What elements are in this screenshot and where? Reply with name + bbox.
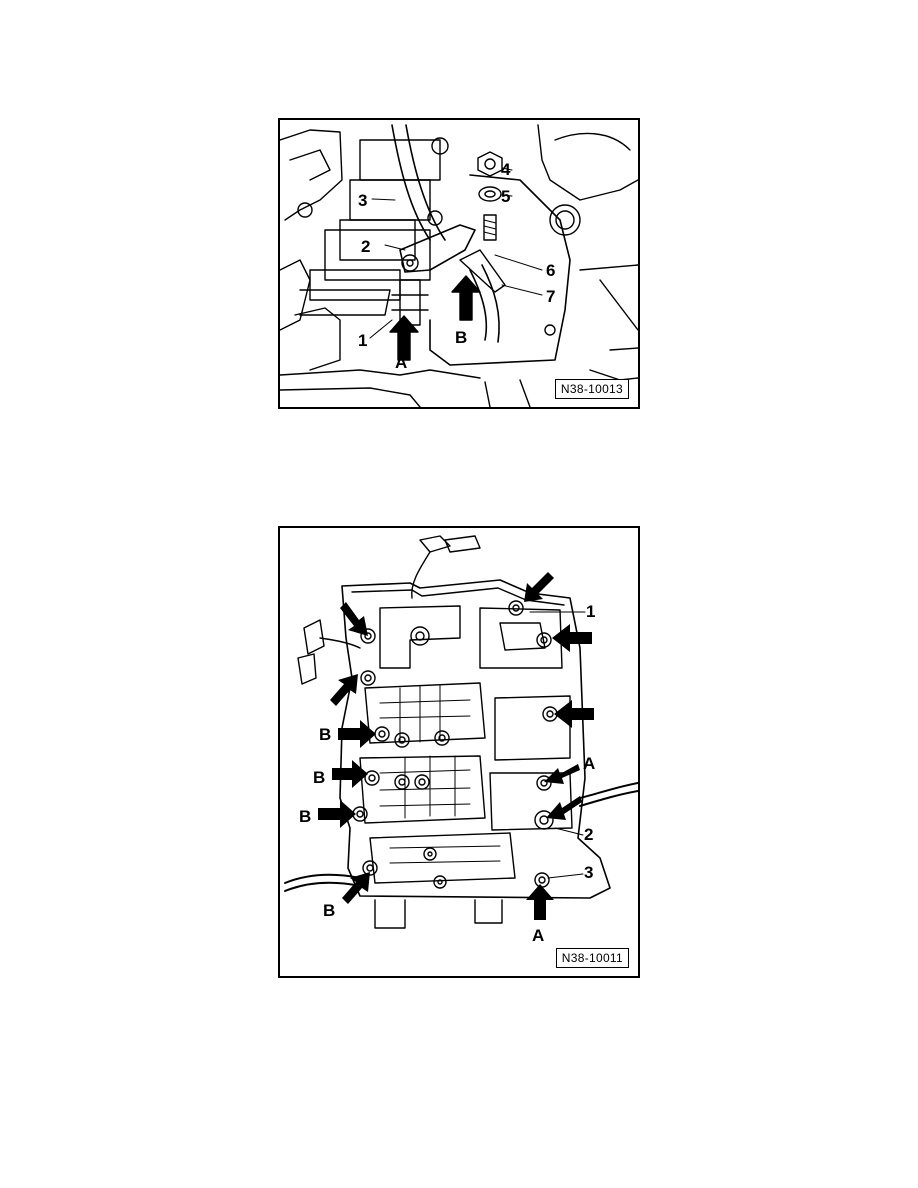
callout-1: 1 [358, 331, 368, 350]
callout-6: 6 [546, 261, 556, 280]
callout-3: 3 [584, 863, 594, 882]
callout-A-right: A [583, 754, 596, 773]
figure-id-label: N38-10013 [554, 379, 629, 399]
callout-7: 7 [546, 287, 556, 306]
callout-B: B [455, 328, 468, 347]
figure-1-drawing [280, 124, 638, 407]
callout-B-2: B [313, 768, 326, 787]
callout-3: 3 [358, 191, 368, 210]
callout-B-1: B [319, 725, 332, 744]
callout-1: 1 [586, 602, 596, 621]
callout-4: 4 [501, 160, 511, 179]
figure-id-label: N38-10011 [555, 948, 629, 968]
diagram-figure-1: 4 5 3 2 6 7 1 B A N38-10013 [278, 118, 640, 409]
callout-2: 2 [584, 825, 594, 844]
callout-2: 2 [361, 237, 371, 256]
callout-B-3: B [299, 807, 312, 826]
callout-5: 5 [501, 187, 511, 206]
callout-B-4: B [323, 901, 336, 920]
callout-A: A [395, 353, 408, 372]
callout-A-bottom: A [532, 926, 545, 945]
arrow-b [451, 275, 481, 321]
arrow-a [389, 315, 419, 361]
diagram-figure-2: 1 A 2 3 A B B B B N38-10011 [278, 526, 640, 978]
